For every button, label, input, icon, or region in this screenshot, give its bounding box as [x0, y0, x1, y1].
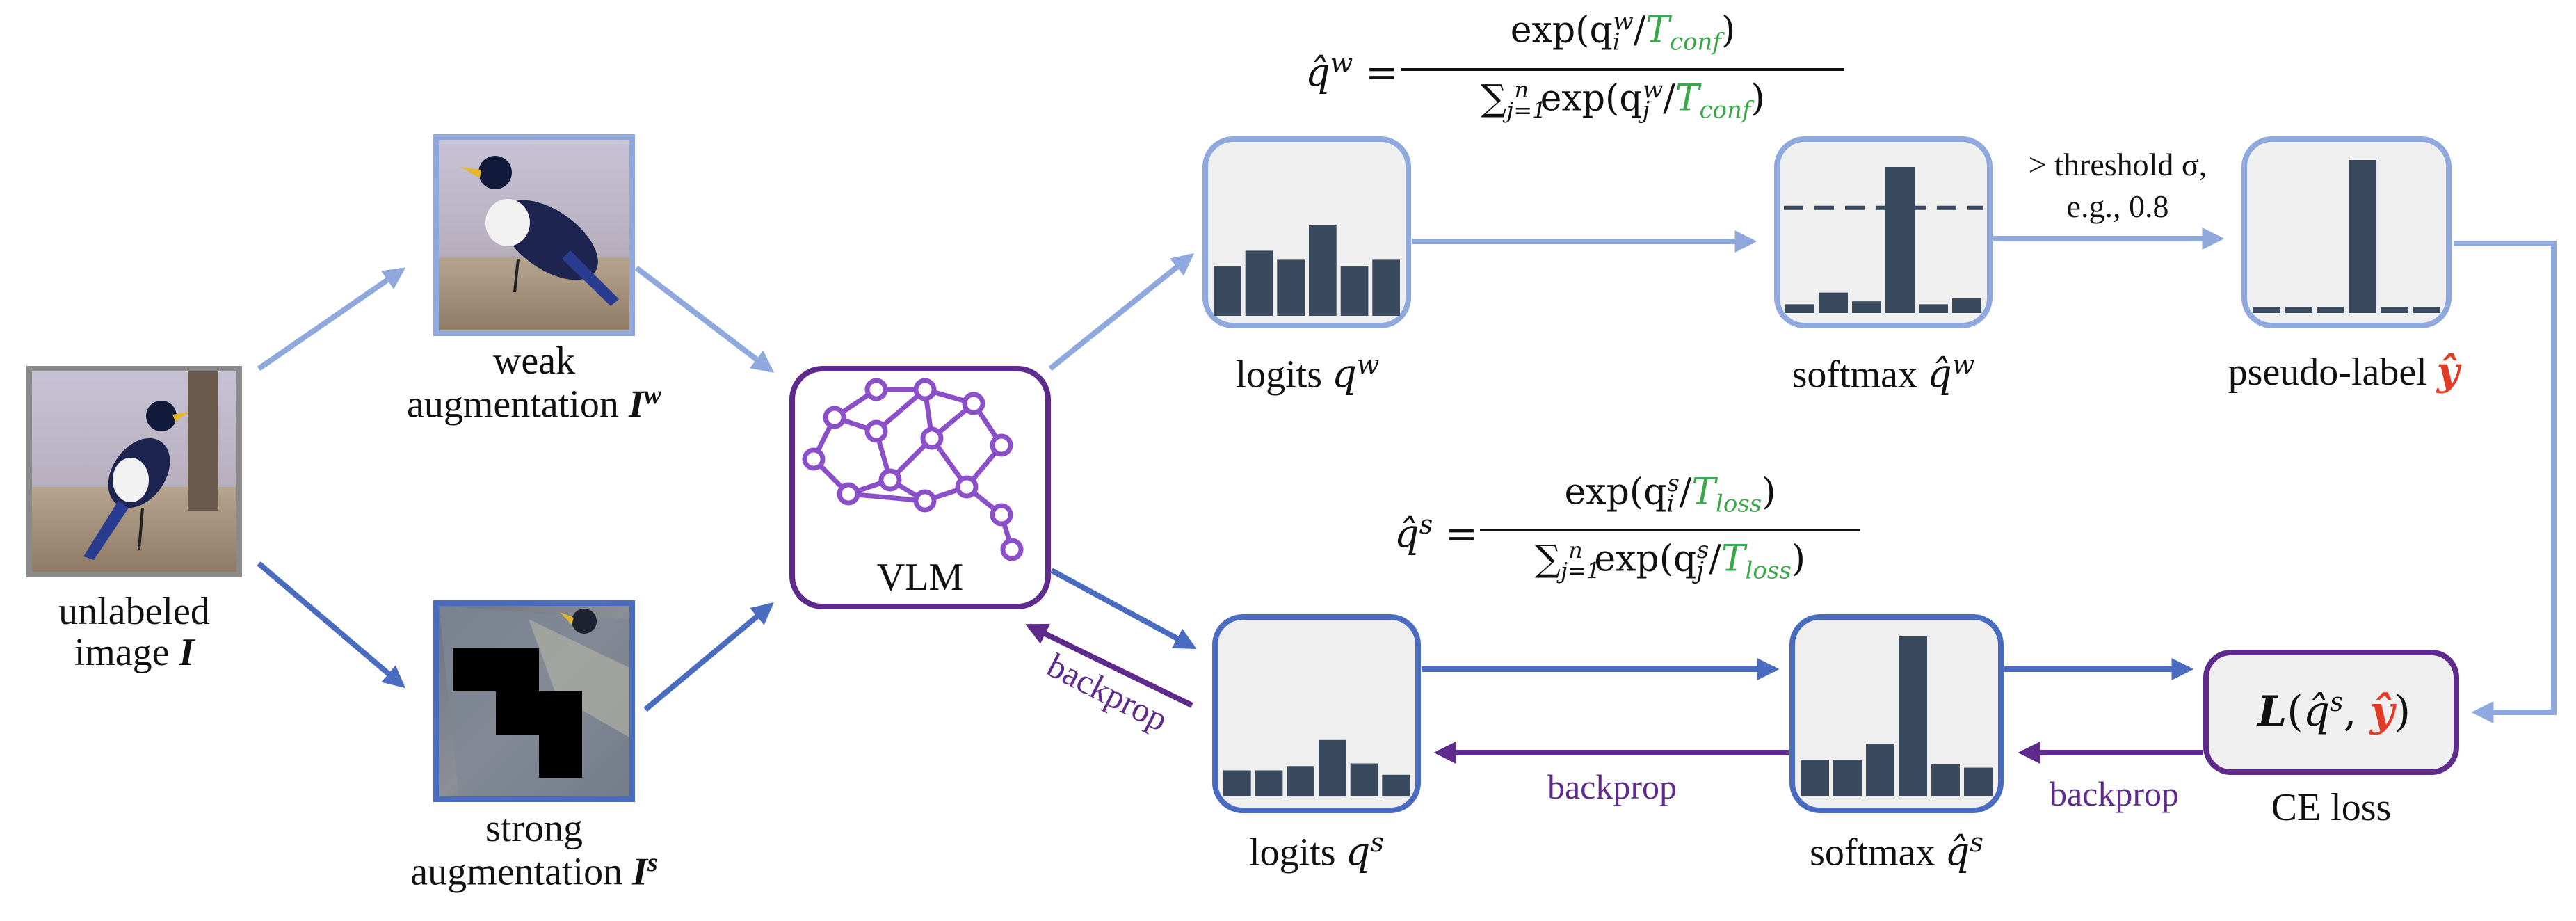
bar [1931, 764, 1960, 796]
threshold-text: > threshold σ, [2029, 147, 2207, 182]
unlabeled-image [26, 366, 242, 577]
ce-loss-expression: L(q̂s, ŷ) [2257, 687, 2410, 736]
threshold-example: e.g., 0.8 [2067, 189, 2169, 224]
weak-branch-arrows [257, 227, 2557, 723]
bar [1287, 766, 1314, 797]
bar [1255, 770, 1283, 796]
pseudo-label-box [2241, 136, 2452, 328]
strong-formula-lhs: q̂s = [1394, 509, 1478, 557]
bar [1350, 763, 1378, 796]
bar [1885, 167, 1915, 313]
bar [1319, 739, 1346, 797]
vlm-label: VLM [877, 556, 963, 599]
logits-s-bars [1223, 739, 1410, 797]
softmax-s-label: softmax q̂s [1810, 827, 1983, 875]
weak-formula-numerator: exp(qiw/Tconf) [1510, 8, 1736, 56]
strong-augmentation-label: strong augmentation Is [410, 807, 658, 894]
strong-formula-numerator: exp(qis/Tloss) [1564, 470, 1776, 518]
bar [2381, 307, 2408, 313]
bar [1964, 767, 1993, 796]
bar [1919, 304, 1948, 313]
bar [1833, 760, 1862, 796]
weak-formula-denominator: ∑j=1n exp(qjw/Tconf) [1481, 76, 1765, 125]
bar [1214, 266, 1241, 316]
cutout-block [453, 648, 496, 691]
softmax-w-label: softmax q̂w [1792, 349, 1975, 397]
softmax-s-bars [1801, 636, 1993, 796]
bar [1223, 770, 1251, 796]
backprop-label-logits: backprop [1547, 767, 1677, 806]
backprop-label-softmax: backprop [2050, 774, 2179, 813]
pseudo-label-label: pseudo-label ŷ [2228, 349, 2460, 394]
bar [1852, 301, 1881, 313]
ce-loss-label: CE loss [2271, 786, 2392, 829]
logits-s-box [1212, 614, 1421, 813]
strong-formula-denominator: ∑j=1n exp(qjs/Tloss) [1534, 536, 1806, 585]
backprop-arrows [1025, 623, 2203, 764]
pseudo-label-bars [2253, 160, 2440, 313]
weak-augmentation-image [433, 134, 635, 336]
logits-s-label: logits qs [1249, 827, 1384, 875]
weak-formula-lhs: q̂w = [1305, 48, 1398, 96]
bar [1801, 760, 1829, 796]
unlabeled-image-label: unlabeled image I [58, 590, 210, 674]
bar [1309, 225, 1337, 316]
bar [1866, 744, 1894, 796]
cutout-block [496, 648, 539, 691]
vlm-box: VLM [789, 366, 1051, 609]
network-nodes [802, 378, 1024, 561]
bar [1785, 304, 1814, 313]
bar [2253, 307, 2280, 313]
weak-augmentation-label: weak augmentation Iw [407, 339, 661, 426]
ce-loss-box [2203, 650, 2459, 775]
bar [1382, 774, 1410, 797]
bar [1245, 250, 1273, 316]
bird-figure [83, 401, 189, 560]
bar [2413, 307, 2440, 313]
backprop-label-vlm: backprop [1041, 646, 1174, 739]
bar [1340, 266, 1369, 316]
strong-augmentation-image [433, 600, 635, 802]
bar [1277, 259, 1305, 316]
cutout-block [539, 691, 582, 735]
bar [1372, 259, 1400, 316]
softmax-w-box [1774, 136, 1993, 328]
strong-branch-arrows [257, 561, 2194, 712]
logits-w-bars [1214, 225, 1400, 316]
bar [1819, 292, 1848, 313]
bar [2317, 307, 2344, 313]
bar [1899, 636, 1927, 796]
logits-w-label: logits qw [1235, 349, 1380, 397]
softmax-w-bars [1785, 167, 1981, 313]
cutout-block [496, 691, 539, 735]
bar [2285, 307, 2312, 313]
bar [1952, 298, 1981, 313]
cutout-block [539, 735, 582, 778]
bird-figure-weak [460, 156, 619, 306]
bar [2349, 160, 2376, 313]
